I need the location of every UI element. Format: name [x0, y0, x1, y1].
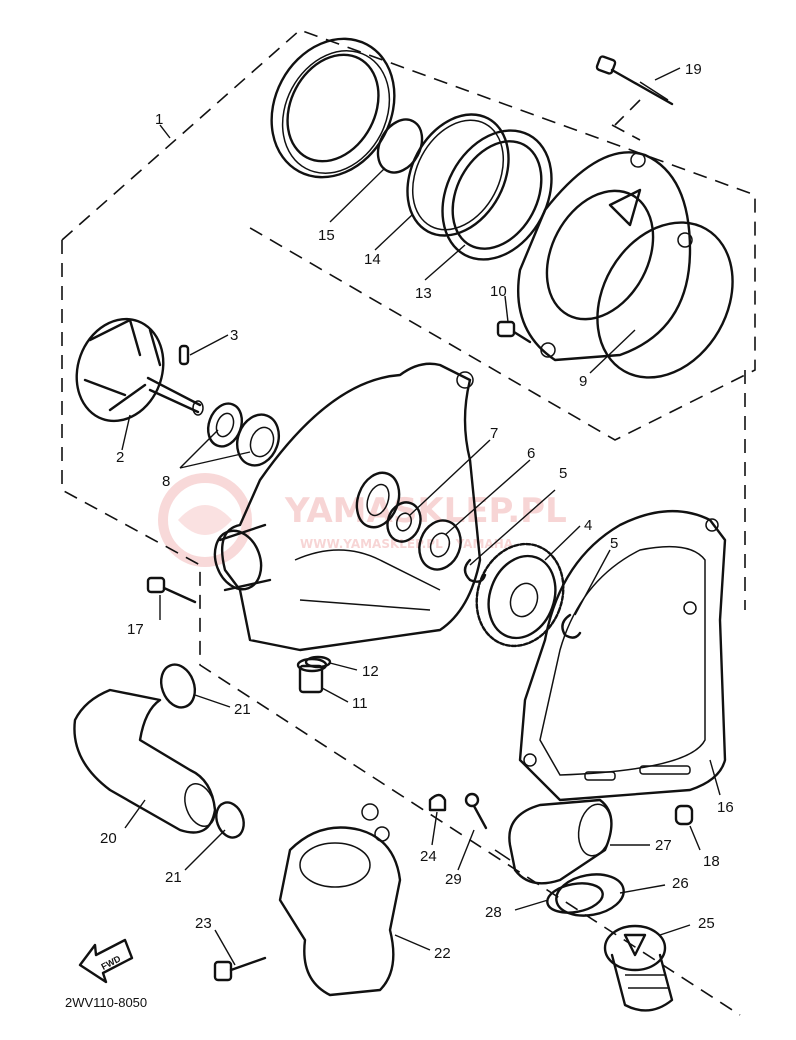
pump-cover — [516, 151, 693, 362]
label-part-15: 15 — [318, 227, 335, 244]
part-labels: 1 2 3 4 5 5 6 7 8 9 10 11 12 13 14 15 16… — [100, 61, 734, 962]
bolt-17 — [146, 576, 197, 604]
label-part-23: 23 — [195, 915, 212, 932]
fwd-arrow-icon: FWD — [78, 938, 134, 984]
bolt-19 — [595, 55, 674, 106]
label-part-21a: 21 — [234, 701, 251, 718]
label-part-1: 1 — [155, 111, 163, 128]
diagram-code: 2WV110-8050 — [65, 995, 147, 1010]
label-part-19: 19 — [685, 61, 702, 78]
bolt-23 — [213, 956, 267, 982]
label-part-25: 25 — [698, 915, 715, 932]
label-part-7: 7 — [490, 425, 498, 442]
bolt-10 — [496, 320, 532, 344]
assembly-boundary — [61, 29, 756, 1016]
label-part-14: 14 — [364, 251, 381, 268]
bolt-29 — [464, 792, 488, 830]
bearing-6 — [418, 519, 462, 571]
label-part-17: 17 — [127, 621, 144, 638]
label-part-20: 20 — [100, 830, 117, 847]
label-part-26: 26 — [672, 875, 689, 892]
pipe-20 — [73, 688, 217, 834]
label-part-9: 9 — [579, 373, 587, 390]
label-part-5b: 5 — [610, 535, 618, 552]
label-part-5a: 5 — [559, 465, 567, 482]
label-part-28: 28 — [485, 904, 502, 921]
label-part-12: 12 — [362, 663, 379, 680]
leader-lines — [121, 67, 721, 966]
label-part-21b: 21 — [165, 869, 182, 886]
watermark-subtext: WWW.YAMASKLEP.PL · YAMAHA — [300, 537, 514, 551]
label-part-18: 18 — [703, 853, 720, 870]
label-part-11: 11 — [352, 695, 368, 712]
thermostat-25 — [603, 924, 674, 1012]
label-part-16: 16 — [717, 799, 734, 816]
label-part-27: 27 — [655, 837, 672, 854]
label-part-10: 10 — [490, 283, 507, 300]
label-part-8: 8 — [162, 473, 170, 490]
thermostat-housing-22 — [278, 803, 402, 997]
plug-11 — [296, 657, 328, 694]
gasket-26 — [555, 873, 625, 917]
label-part-2: 2 — [116, 449, 124, 466]
o-ring-21b — [215, 801, 245, 839]
bearing-7 — [386, 501, 422, 543]
o-ring-28 — [546, 882, 604, 914]
watermark-text: YAMASKLEP.PL — [284, 491, 567, 531]
label-part-24: 24 — [420, 848, 437, 865]
gasket-16 — [518, 510, 727, 802]
pump-cover-outline — [611, 99, 641, 141]
thermostat-cover-27 — [494, 798, 613, 885]
label-part-29: 29 — [445, 871, 462, 888]
o-ring-9 — [596, 221, 734, 379]
label-part-4: 4 — [584, 517, 592, 534]
o-ring-12 — [304, 655, 332, 669]
pin-3 — [178, 344, 190, 366]
cap-24 — [428, 793, 447, 812]
o-ring-14 — [406, 113, 510, 237]
seal-8 — [206, 402, 280, 467]
label-part-6: 6 — [527, 445, 535, 462]
o-ring-21a — [159, 663, 197, 709]
drive-gear-4 — [475, 542, 565, 648]
housing-inlet — [213, 523, 272, 592]
label-part-22: 22 — [434, 945, 451, 962]
impeller-2 — [75, 317, 204, 423]
label-part-13: 13 — [415, 285, 432, 302]
watermark: YAMASKLEP.PL WWW.YAMASKLEP.PL · YAMAHA — [158, 473, 567, 567]
cap-18 — [674, 804, 694, 826]
label-part-3: 3 — [230, 327, 238, 344]
circlip-5a — [463, 558, 487, 583]
